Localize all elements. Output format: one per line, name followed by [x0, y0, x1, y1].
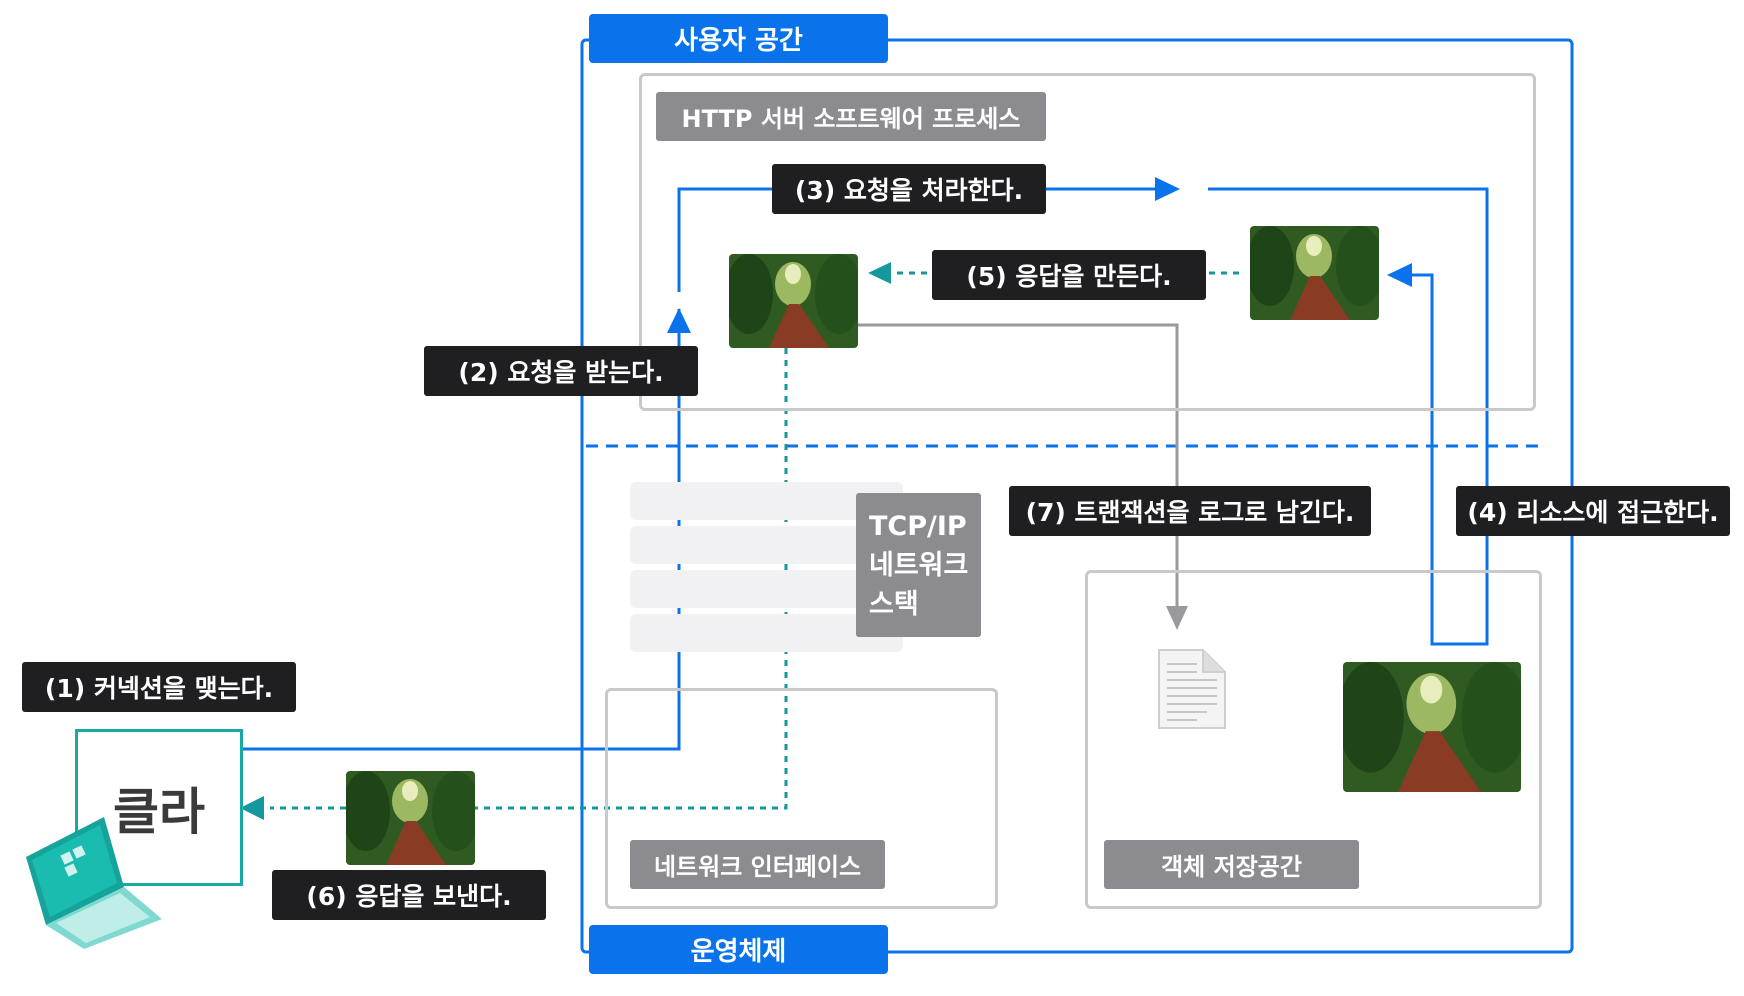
response-create-arrowhead — [868, 262, 891, 284]
step-4-label: (4) 리소스에 접근한다. — [1456, 486, 1730, 536]
request-photo — [729, 254, 858, 348]
network-interface-label: 네트워크 인터페이스 — [630, 840, 885, 889]
log-arrowhead — [1166, 606, 1188, 630]
network-interface-box — [605, 688, 998, 909]
step-1-label: (1) 커넥션을 맺는다. — [22, 662, 296, 712]
forest-photo-icon — [1250, 226, 1379, 320]
tcpip-line-2: 네트워크 — [869, 550, 969, 581]
object-storage-box — [1085, 570, 1542, 909]
document-icon — [1158, 649, 1226, 729]
http-server-process-box — [639, 73, 1536, 411]
response-send-arrowhead — [240, 796, 264, 820]
user-space-tag: 사용자 공간 — [589, 14, 888, 63]
step-3-label: (3) 요청을 처라한다. — [772, 164, 1046, 214]
step-6-label: (6) 응답을 보낸다. — [272, 870, 546, 920]
http-server-process-label: HTTP 서버 소프트웨어 프로세스 — [656, 92, 1046, 141]
tcpip-stack-label: TCP/IP 네트워크 스택 — [856, 493, 981, 637]
laptop-icon — [26, 817, 162, 949]
resource-photo — [1250, 226, 1379, 320]
tcpip-line-3: 스택 — [869, 589, 919, 620]
tcpip-line-1: TCP/IP — [869, 511, 967, 542]
step-5-label: (5) 응답을 만든다. — [932, 250, 1206, 300]
forest-photo-icon — [346, 771, 475, 865]
response-photo — [346, 771, 475, 865]
step-2-label: (2) 요청을 받는다. — [424, 346, 698, 396]
connection-line — [241, 309, 681, 751]
forest-photo-icon — [1343, 662, 1521, 792]
stored-object-photo — [1343, 662, 1521, 792]
process-line-right — [1208, 187, 1489, 646]
process-arrowhead — [1155, 177, 1180, 201]
object-storage-label: 객체 저장공간 — [1104, 840, 1359, 889]
os-tag: 운영체제 — [589, 925, 888, 974]
receive-arrowhead — [667, 308, 691, 333]
step-7-label: (7) 트랜잭션을 로그로 남긴다. — [1009, 486, 1371, 536]
resource-arrowhead — [1387, 263, 1412, 287]
forest-photo-icon — [729, 254, 858, 348]
